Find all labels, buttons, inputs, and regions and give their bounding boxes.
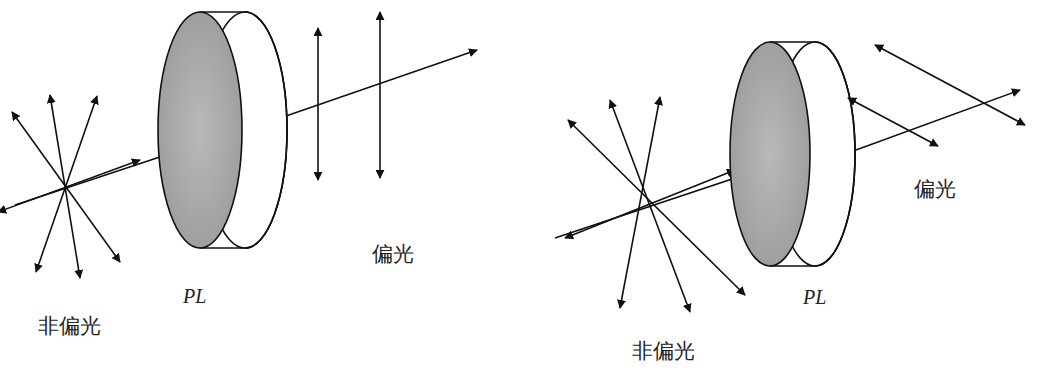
beam-out — [856, 90, 1020, 150]
unpolarized-star — [0, 95, 140, 278]
polarized-arrows — [848, 45, 1025, 146]
light-label: 偏光 — [914, 178, 956, 201]
unpolarized-star — [565, 97, 745, 312]
part-label: PL — [803, 286, 826, 308]
polarized-arrows — [318, 12, 380, 180]
light-label: 偏光 — [372, 243, 414, 266]
light-label: 非偏光 — [632, 340, 695, 363]
part-label: PL — [183, 285, 206, 307]
beam-out — [286, 50, 477, 116]
polarizer-disc — [730, 42, 855, 266]
light-label: 非偏光 — [38, 315, 101, 338]
polarizer-disc — [158, 12, 287, 248]
